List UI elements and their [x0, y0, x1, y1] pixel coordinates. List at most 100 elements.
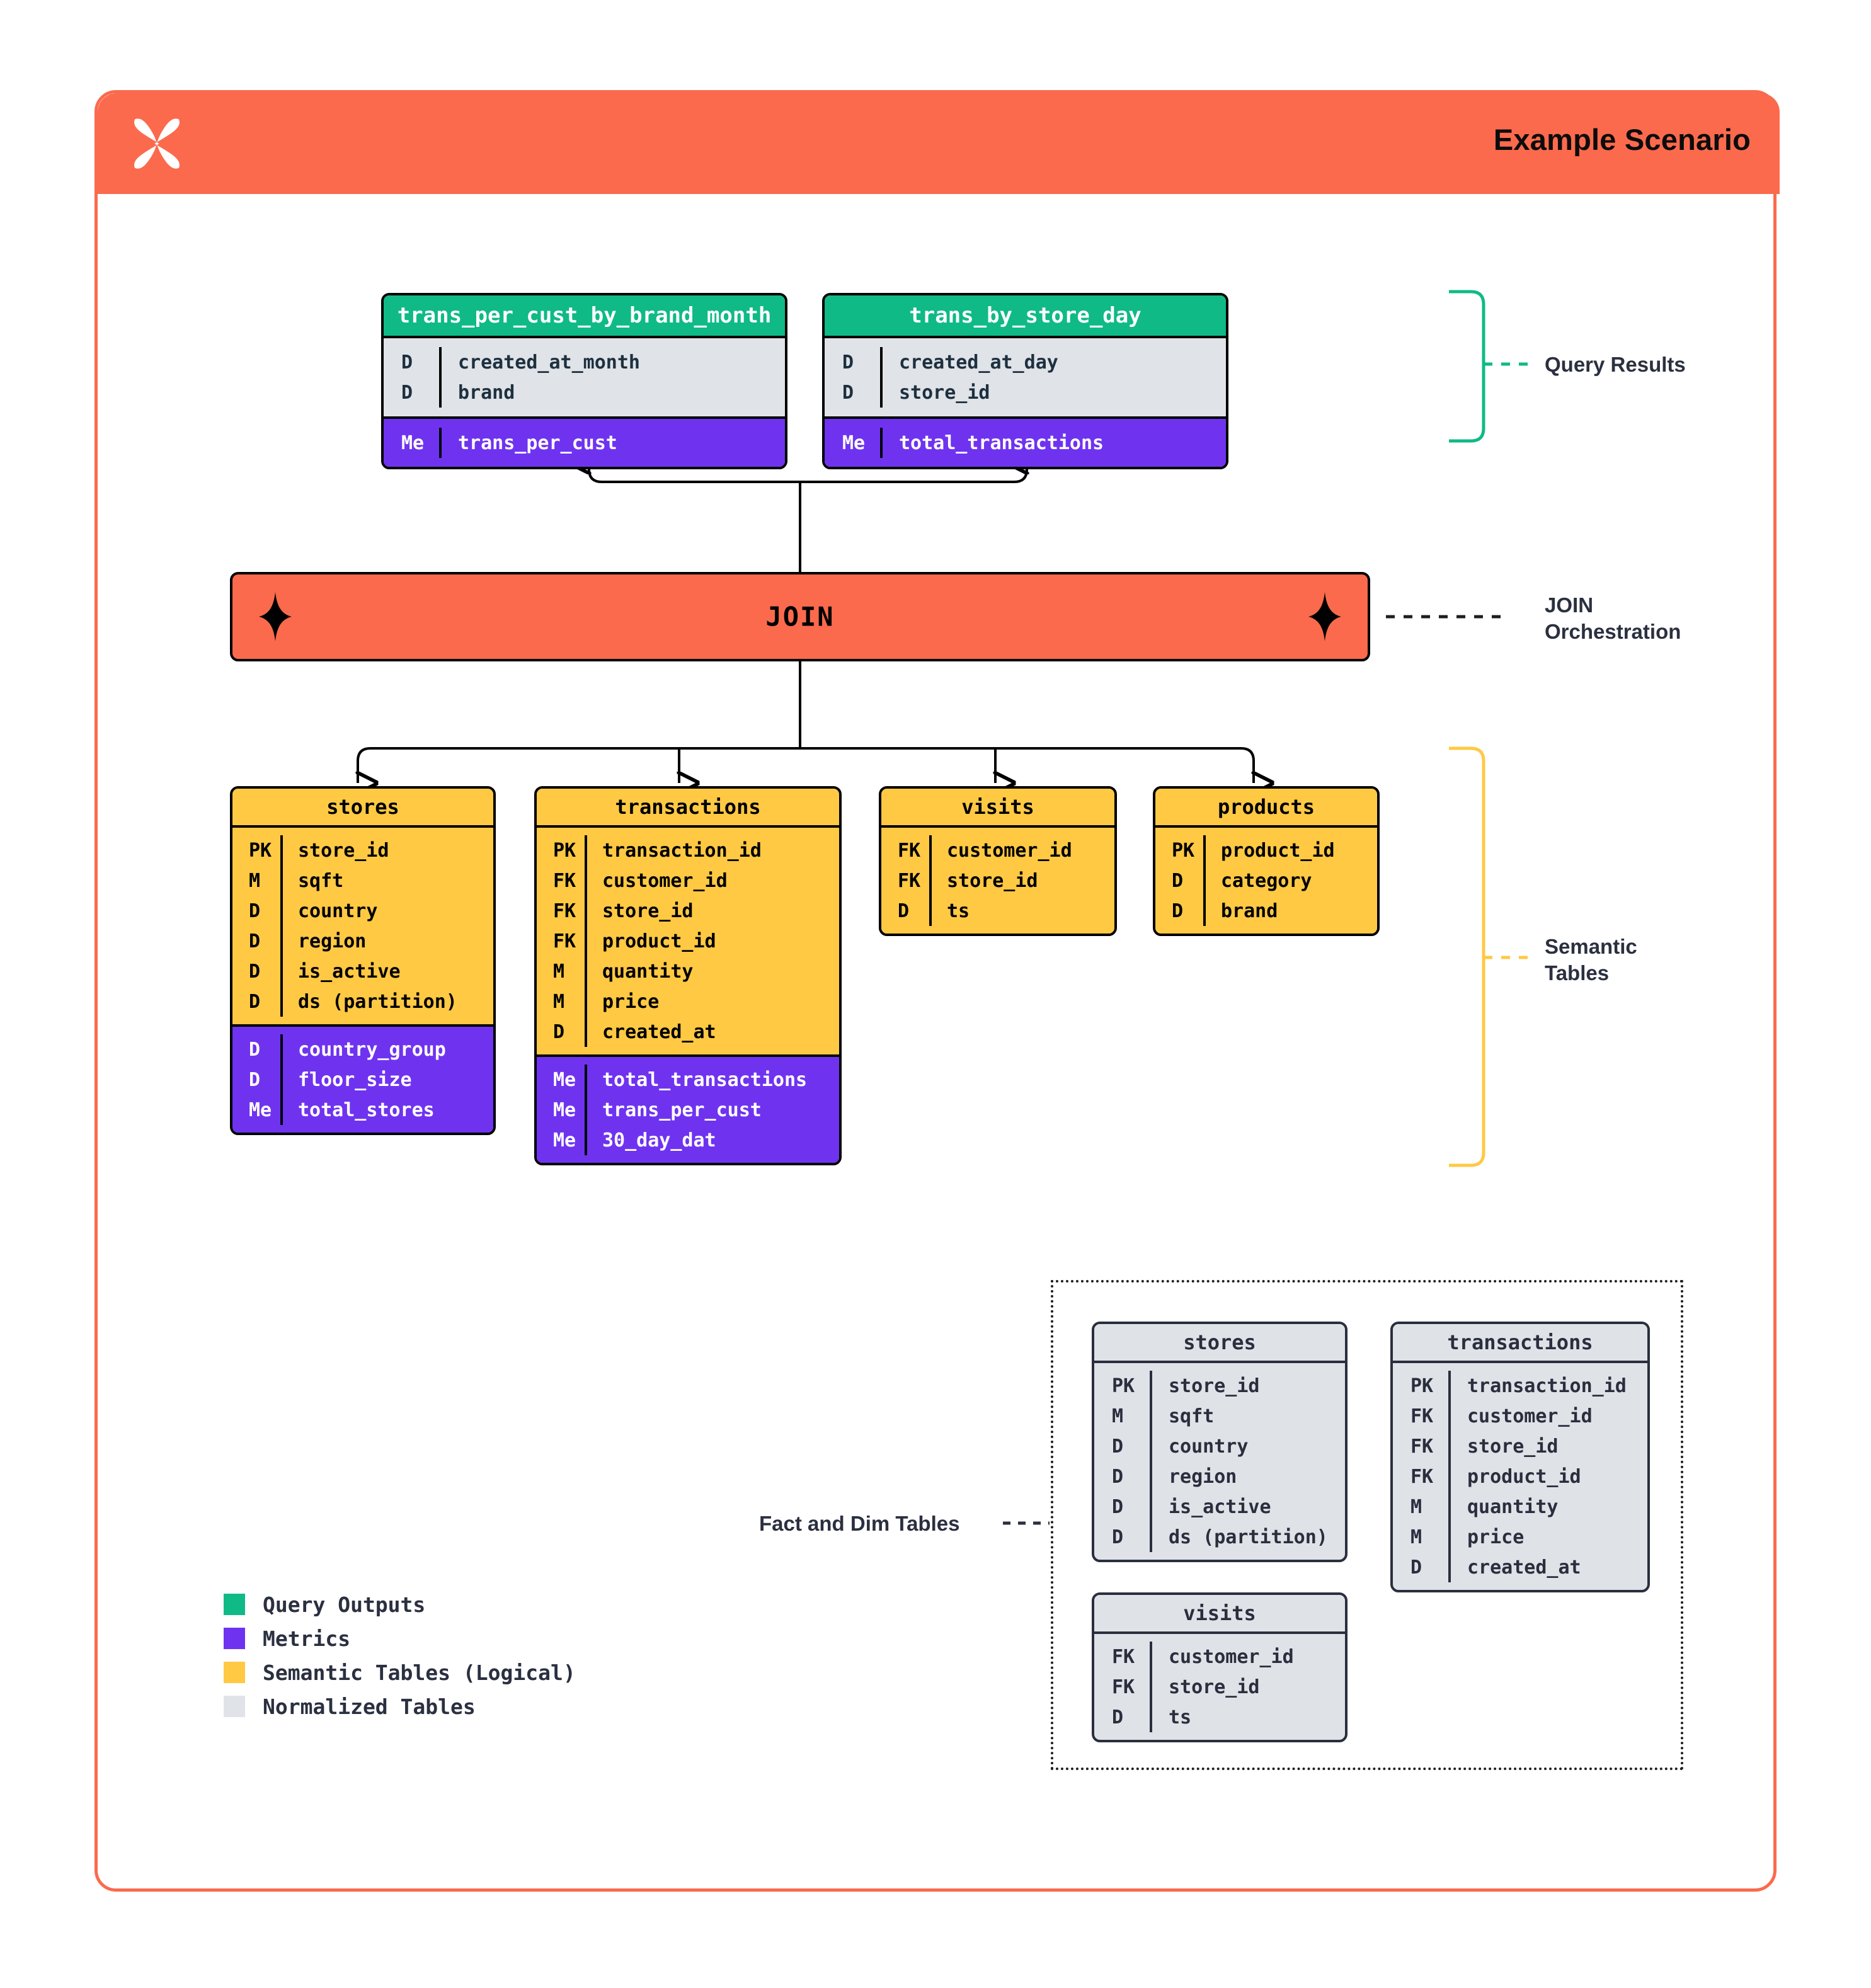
row-key: Me [384, 428, 442, 458]
four-point-star-icon-right [1308, 592, 1341, 641]
row-field: created_at [1467, 1556, 1581, 1579]
row-field: 30_day_dat [602, 1129, 716, 1151]
row-key: D [384, 377, 442, 408]
row-field: created_at [602, 1020, 716, 1043]
row-key: M [537, 986, 587, 1017]
four-point-star-icon-left [259, 592, 292, 641]
join-orchestration-bar[interactable]: JOIN [230, 572, 1370, 661]
table-header: trans_per_cust_by_brand_month [384, 295, 785, 338]
legend: Query Outputs Metrics Semantic Tables (L… [224, 1587, 576, 1723]
row-field: country [298, 900, 378, 922]
row-key: D [1094, 1702, 1152, 1732]
row-key: Me [537, 1095, 587, 1125]
row-field: store_id [1169, 1676, 1260, 1698]
annotation-semantic-line1: Semantic [1545, 935, 1637, 958]
row-field: customer_id [947, 839, 1072, 862]
row-key: D [1155, 896, 1206, 926]
table-header: transactions [1393, 1324, 1647, 1363]
row-key: D [825, 377, 883, 408]
legend-item: Semantic Tables (Logical) [224, 1655, 576, 1689]
row-field: transaction_id [1467, 1374, 1627, 1397]
row-key: PK [232, 835, 283, 865]
row-field: store_id [602, 900, 694, 922]
row-key: M [537, 956, 587, 986]
row-field: region [298, 930, 367, 952]
row-field: country_group [298, 1038, 446, 1061]
row-key: M [1393, 1522, 1451, 1552]
row-field: ds (partition) [298, 990, 457, 1013]
table-header: products [1155, 789, 1377, 828]
legend-item: Query Outputs [224, 1587, 576, 1621]
row-field: ds (partition) [1169, 1526, 1328, 1548]
row-key: D [1094, 1522, 1152, 1552]
row-field: sqft [1169, 1405, 1215, 1427]
join-label: JOIN [765, 601, 835, 632]
table-header: transactions [537, 789, 839, 828]
row-key: D [232, 1034, 283, 1065]
row-field: created_at_day [899, 351, 1058, 374]
annotation-join-orchestration: JOIN Orchestration [1545, 592, 1681, 645]
legend-swatch-query-outputs [224, 1594, 245, 1615]
row-key: D [232, 896, 283, 926]
row-field: customer_id [1169, 1645, 1294, 1668]
row-field: brand [458, 381, 515, 404]
